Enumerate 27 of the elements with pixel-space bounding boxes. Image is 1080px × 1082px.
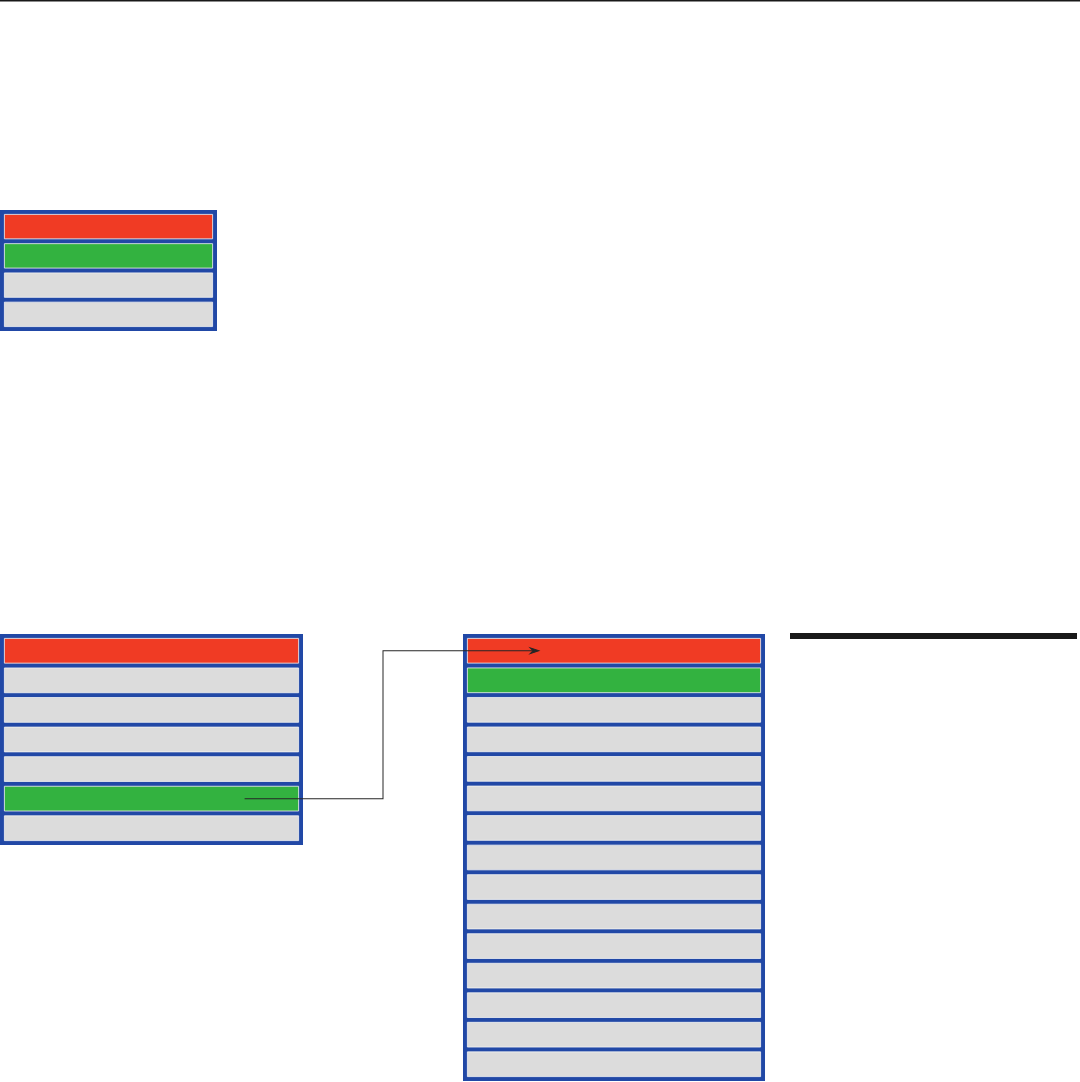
table-row (4, 815, 299, 841)
table-row (467, 815, 761, 841)
table-row (4, 301, 213, 327)
table-row (4, 272, 213, 298)
table-row (467, 756, 761, 782)
table-row (4, 243, 213, 269)
arrow (244, 647, 540, 800)
table-row (467, 903, 761, 930)
table-row (4, 214, 213, 240)
table-row (467, 1021, 761, 1048)
table-row (467, 933, 761, 959)
table-row (467, 726, 761, 753)
table-row (4, 785, 299, 812)
table-row (4, 726, 299, 753)
table-row (467, 638, 761, 664)
table-row (467, 992, 761, 1018)
table-row (4, 697, 299, 723)
table-row (467, 962, 761, 989)
table-row (4, 667, 299, 694)
table-row (4, 756, 299, 782)
table-row (467, 785, 761, 812)
table-row (467, 667, 761, 694)
table-row (467, 1051, 761, 1077)
table-row (4, 638, 299, 664)
table-row (467, 844, 761, 871)
table-row (467, 697, 761, 723)
table-row (467, 874, 761, 900)
